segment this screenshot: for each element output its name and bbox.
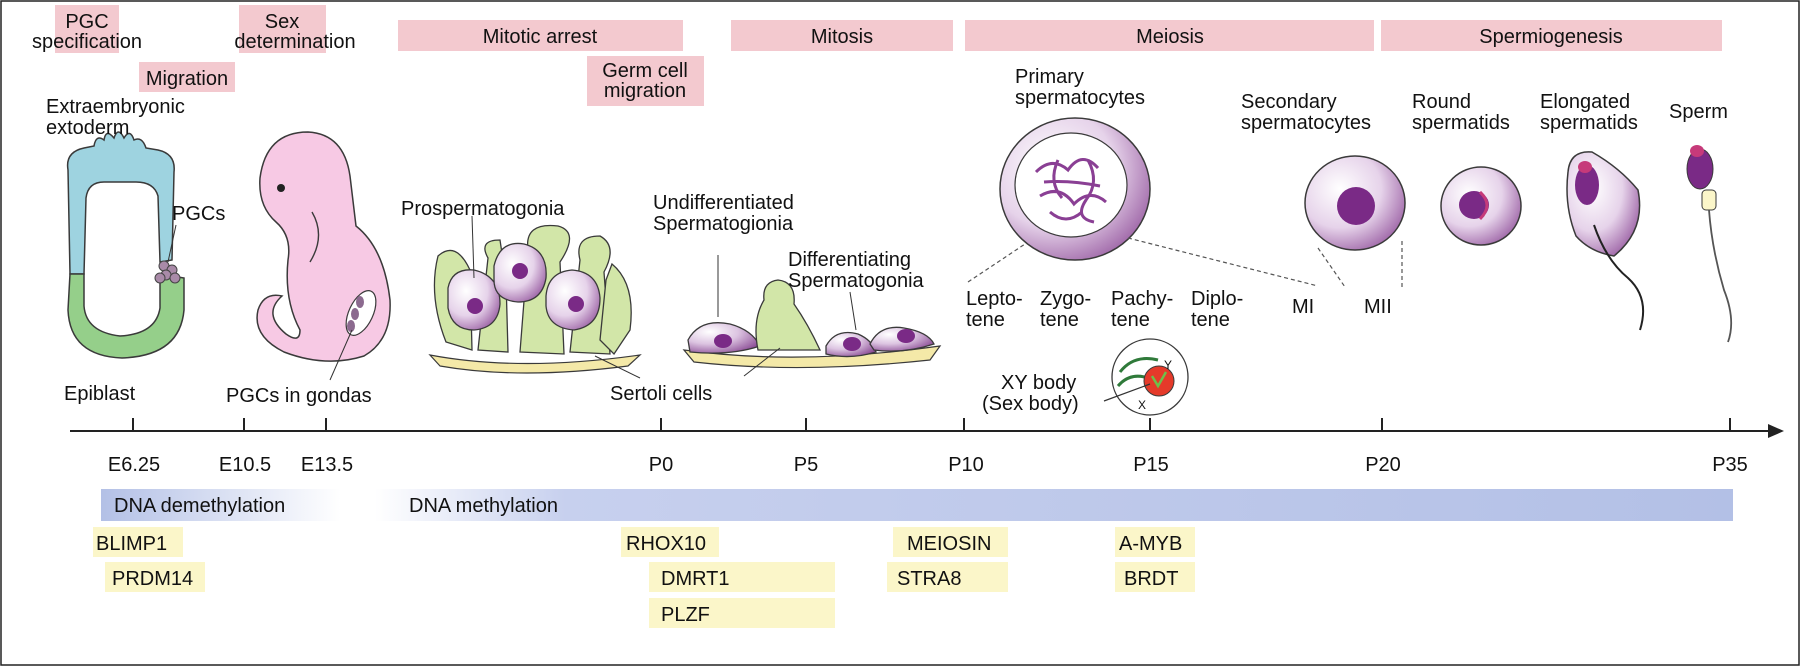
stage-sex-determination-line2: determination bbox=[234, 31, 355, 53]
label-extraembryonic-line1: Extraembryonic bbox=[46, 96, 185, 118]
primary-spermatocyte-illustration bbox=[967, 117, 1319, 287]
stage-sex-determination-line1: Sex bbox=[265, 11, 299, 33]
tick-p0: P0 bbox=[649, 454, 673, 476]
gene-amyb: A-MYB bbox=[1119, 533, 1182, 555]
epiblast-illustration bbox=[66, 131, 185, 359]
sperm-illustration bbox=[1686, 145, 1733, 343]
label-mii: MII bbox=[1364, 296, 1392, 318]
stage-migration: Migration bbox=[146, 68, 228, 90]
label-undifferentiated-line1: Undifferentiated bbox=[653, 192, 794, 214]
gene-boxes bbox=[93, 527, 1195, 628]
label-round-line1: Round bbox=[1412, 91, 1471, 113]
label-primary-line2: spermatocytes bbox=[1015, 87, 1145, 109]
label-differentiating-line2: Spermatogonia bbox=[788, 270, 925, 292]
label-pgcs: PGCs bbox=[172, 203, 225, 225]
label-extraembryonic-line2: extoderm bbox=[46, 117, 129, 139]
label-leptotene-line2: tene bbox=[966, 309, 1005, 331]
label-dna-demethylation: DNA demethylation bbox=[114, 495, 285, 517]
gene-prdm14: PRDM14 bbox=[112, 568, 193, 590]
tick-p10: P10 bbox=[948, 454, 984, 476]
round-spermatid-illustration bbox=[1440, 166, 1522, 246]
label-pachytene-line1: Pachy- bbox=[1111, 288, 1173, 310]
label-xy-body-line1: XY body bbox=[1001, 372, 1076, 394]
methylation-bar bbox=[375, 489, 1733, 521]
label-pachytene-line2: tene bbox=[1111, 309, 1150, 331]
stage-germ-cell-migration-line1: Germ cell bbox=[602, 60, 688, 82]
gene-plzf: PLZF bbox=[661, 604, 710, 626]
secondary-spermatocyte-illustration bbox=[1304, 155, 1406, 290]
label-undifferentiated-line2: Spermatogionia bbox=[653, 213, 794, 235]
tick-e105: E10.5 bbox=[219, 454, 271, 476]
label-secondary-line2: spermatocytes bbox=[1241, 112, 1371, 134]
stage-meiosis: Meiosis bbox=[1136, 26, 1204, 48]
stage-mitosis: Mitosis bbox=[811, 26, 873, 48]
label-epiblast: Epiblast bbox=[64, 383, 136, 405]
gene-meiosin: MEIOSIN bbox=[907, 533, 991, 555]
tick-e135: E13.5 bbox=[301, 454, 353, 476]
stage-germ-cell-migration-line2: migration bbox=[604, 80, 686, 102]
stage-pgc-specification-line1: PGC bbox=[65, 11, 108, 33]
label-sperm: Sperm bbox=[1669, 101, 1728, 123]
stage-labels: PGC specification Migration Sex determin… bbox=[32, 5, 1722, 106]
gene-dmrt1: DMRT1 bbox=[661, 568, 730, 590]
label-zygotene-line2: tene bbox=[1040, 309, 1079, 331]
label-mi: MI bbox=[1292, 296, 1314, 318]
timeline-axis bbox=[70, 418, 1784, 438]
gene-blimp1: BLIMP1 bbox=[96, 533, 167, 555]
label-diplotene-line1: Diplo- bbox=[1191, 288, 1243, 310]
tick-p5: P5 bbox=[794, 454, 818, 476]
tick-p20: P20 bbox=[1365, 454, 1401, 476]
label-elongated-line1: Elongated bbox=[1540, 91, 1630, 113]
xy-y-label: Y bbox=[1164, 358, 1172, 372]
tick-p15: P15 bbox=[1133, 454, 1169, 476]
elongated-spermatid-illustration bbox=[1566, 151, 1644, 331]
demethylation-bar bbox=[101, 489, 341, 521]
tick-e625: E6.25 bbox=[108, 454, 160, 476]
label-sertoli-cells: Sertoli cells bbox=[610, 383, 712, 405]
label-elongated-line2: spermatids bbox=[1540, 112, 1638, 134]
label-secondary-line1: Secondary bbox=[1241, 91, 1337, 113]
label-leptotene-line1: Lepto- bbox=[966, 288, 1023, 310]
label-zygotene-line1: Zygo- bbox=[1040, 288, 1091, 310]
label-prospermatogonia: Prospermatogonia bbox=[401, 198, 565, 220]
tick-p35: P35 bbox=[1712, 454, 1748, 476]
gene-stra8: STRA8 bbox=[897, 568, 961, 590]
label-pgcs-in-gonads: PGCs in gondas bbox=[226, 385, 372, 407]
label-differentiating-line1: Differentiating bbox=[788, 249, 911, 271]
stage-spermiogenesis: Spermiogenesis bbox=[1479, 26, 1622, 48]
label-xy-body-line2: (Sex body) bbox=[982, 393, 1079, 415]
gene-rhox10: RHOX10 bbox=[626, 533, 706, 555]
spermatogonia-illustration bbox=[682, 255, 942, 377]
label-round-line2: spermatids bbox=[1412, 112, 1510, 134]
gene-brdt: BRDT bbox=[1124, 568, 1178, 590]
label-dna-methylation: DNA methylation bbox=[409, 495, 558, 517]
stage-pgc-specification-line2: specification bbox=[32, 31, 142, 53]
label-primary-line1: Primary bbox=[1015, 66, 1084, 88]
xy-x-label: X bbox=[1138, 398, 1146, 412]
prospermatogonia-illustration bbox=[428, 215, 642, 379]
label-diplotene-line2: tene bbox=[1191, 309, 1230, 331]
embryo-illustration bbox=[256, 131, 391, 381]
xy-body-illustration bbox=[1103, 338, 1189, 416]
stage-mitotic-arrest: Mitotic arrest bbox=[483, 26, 598, 48]
